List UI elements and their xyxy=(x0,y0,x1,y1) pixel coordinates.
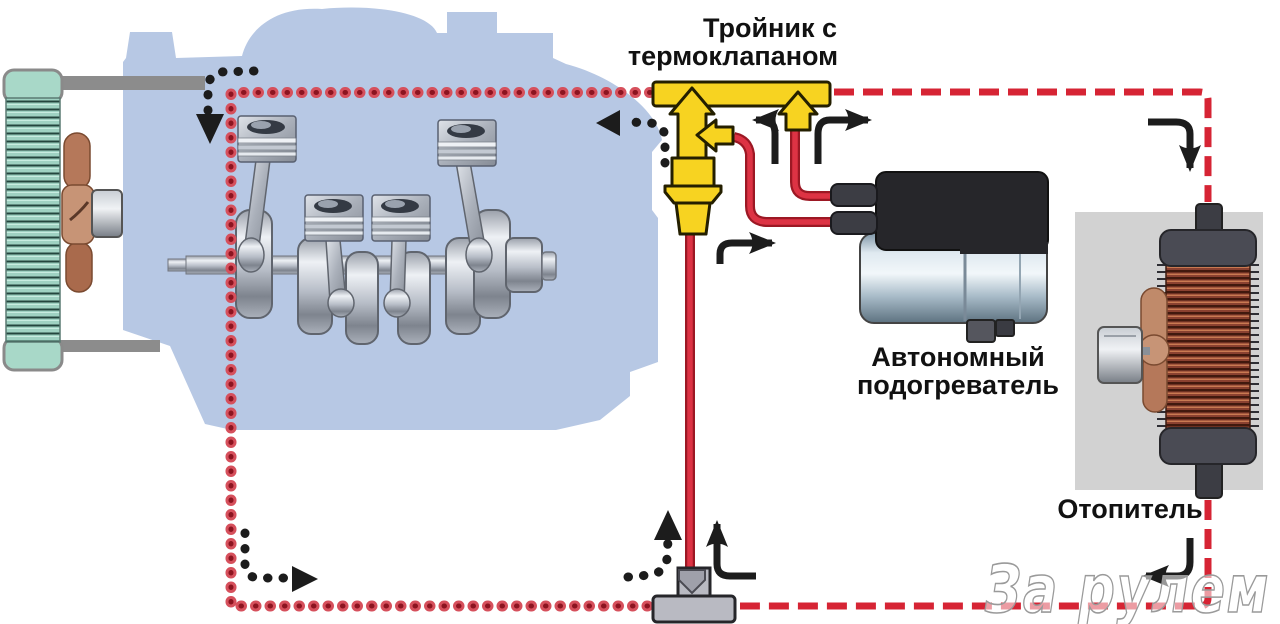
dotted-arrowhead-down xyxy=(196,114,224,144)
coolant-solid-pipes xyxy=(685,128,842,572)
preheater-port-upper xyxy=(830,183,878,207)
dotted-arrowhead-right xyxy=(292,566,318,592)
bottom-tee-icon xyxy=(651,566,737,624)
arrow-left-below-heater xyxy=(1142,538,1194,587)
arrow-down-into-heater xyxy=(1148,118,1201,172)
label-tee-line1: Тройник с xyxy=(703,13,837,43)
preheater-icon xyxy=(830,171,1049,343)
label-preheater-line2: подогреватель xyxy=(857,370,1059,400)
thermal-tee-valve-icon xyxy=(651,80,832,236)
coolant-dashed-line xyxy=(740,88,1212,610)
radiator-icon xyxy=(2,68,64,372)
watermark-logo: За рулем xyxy=(984,551,1270,624)
label-tee-line2: термоклапаном xyxy=(628,41,838,71)
heater-core xyxy=(1165,261,1251,433)
cabin-heater-icon xyxy=(1075,203,1263,499)
arrow-right-below-valve xyxy=(716,232,776,264)
arrow-left-at-valve xyxy=(752,109,779,164)
engine-fan-icon xyxy=(61,132,123,293)
dotted-arrowhead-up xyxy=(654,510,682,540)
pistons-icon xyxy=(237,115,497,318)
flow-arrows-solid xyxy=(706,109,1201,587)
dotted-arrowhead-left xyxy=(596,110,620,136)
arrow-right-above-preheater xyxy=(814,109,872,164)
label-heater: Отопитель xyxy=(1057,494,1202,524)
heater-fan-icon xyxy=(1097,287,1170,413)
flow-arrows-dotted xyxy=(196,66,682,592)
coolant-dotted-loop xyxy=(225,87,657,612)
arrow-up-at-bottom-tee xyxy=(706,520,756,580)
preheater-port-lower xyxy=(830,211,878,235)
label-preheater-line1: Автономный xyxy=(871,342,1044,372)
frame-bar-top xyxy=(53,76,205,90)
